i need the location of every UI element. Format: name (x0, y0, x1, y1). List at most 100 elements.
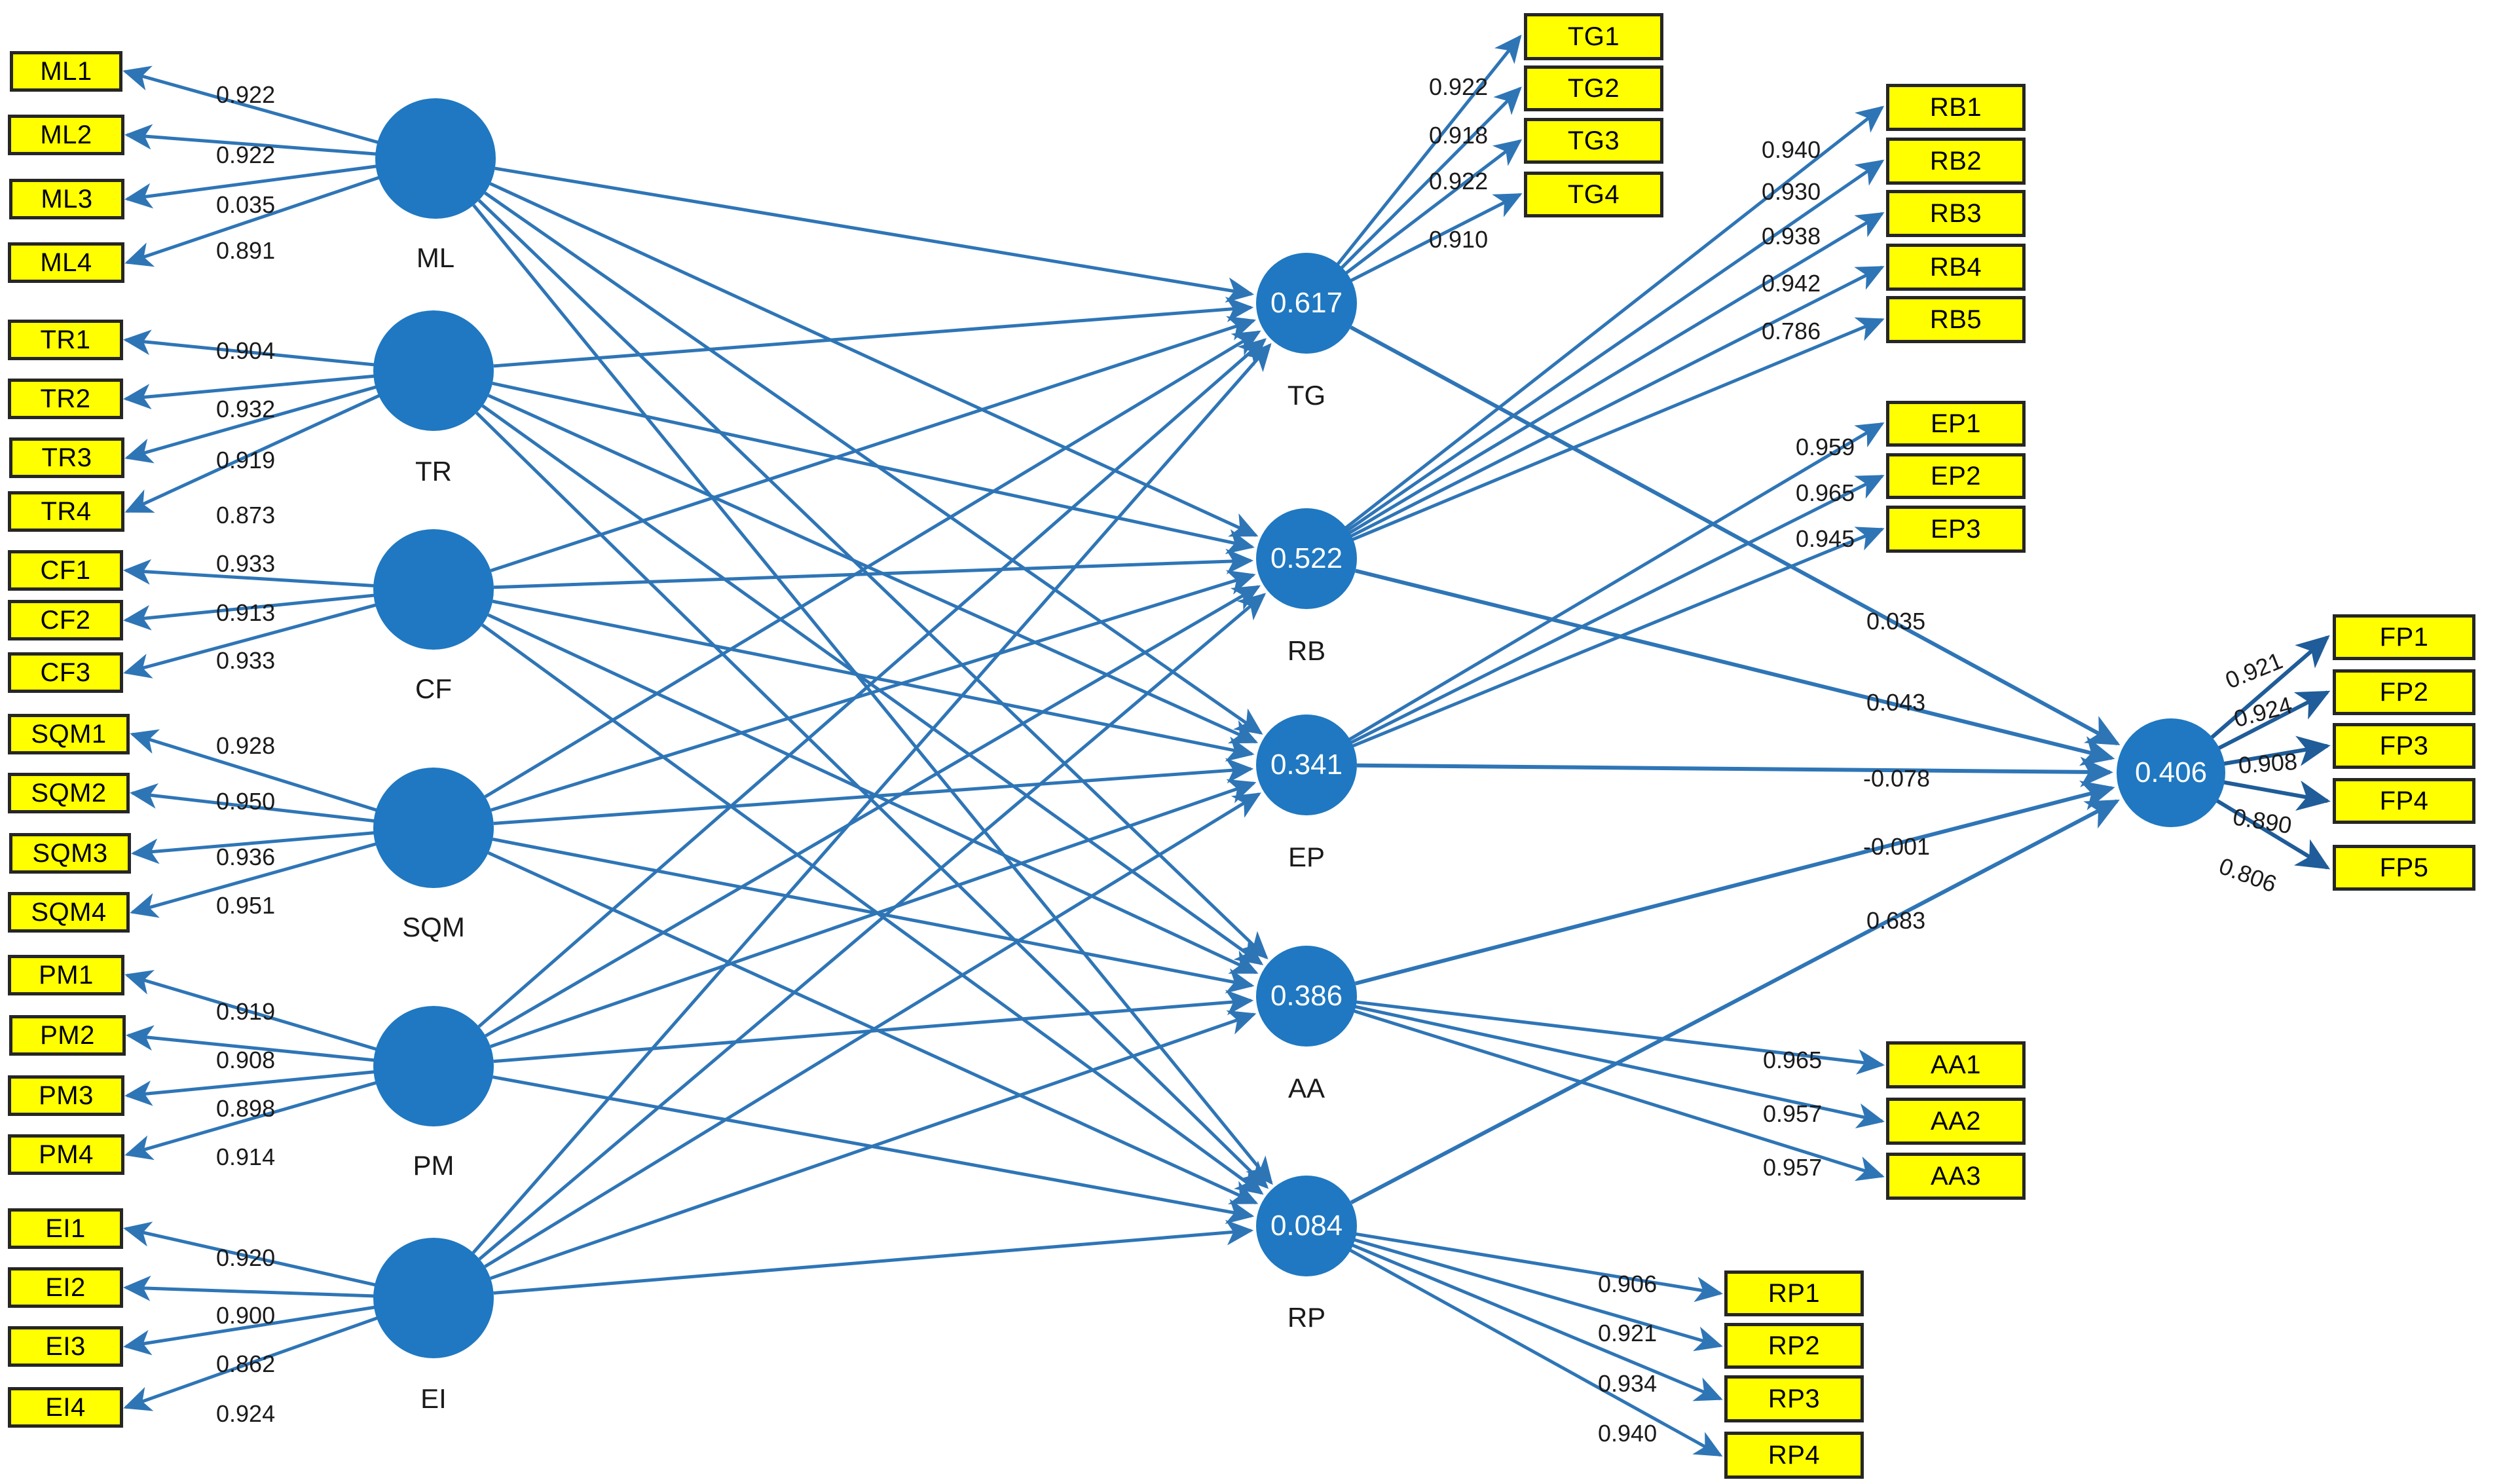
indicator-box-ei4[interactable]: EI4 (8, 1387, 123, 1428)
indicator-box-sqm1[interactable]: SQM1 (8, 714, 130, 754)
measurement-arrow-ep-ep2 (1347, 474, 1885, 746)
latent-node-tg[interactable]: 0.617 (1256, 253, 1357, 354)
latent-node-tr[interactable] (373, 310, 494, 431)
latent-node-fp[interactable]: 0.406 (2117, 718, 2225, 827)
indicator-box-rb5[interactable]: RB5 (1886, 296, 2026, 343)
latent-label-ei: EI (420, 1383, 447, 1414)
indicator-box-ep3[interactable]: EP3 (1886, 506, 2026, 553)
indicator-box-fp2[interactable]: FP2 (2333, 669, 2475, 715)
indicator-box-cf1[interactable]: CF1 (8, 550, 123, 591)
indicator-box-pm1[interactable]: PM1 (8, 955, 124, 995)
indicator-box-ml3[interactable]: ML3 (9, 179, 124, 219)
indicator-box-ml2[interactable]: ML2 (8, 115, 124, 155)
indicator-box-rb2[interactable]: RB2 (1886, 138, 2026, 185)
measurement-arrow-tr-tr4 (124, 392, 383, 513)
measurement-arrow-rp-rp1 (1352, 1231, 1723, 1303)
indicator-box-tg1[interactable]: TG1 (1524, 13, 1663, 60)
coefficient-label-c-aa1: 0.965 (1763, 1047, 1823, 1073)
indicator-box-ml1[interactable]: ML1 (10, 51, 122, 92)
measurement-arrow-pm-pm3 (124, 1069, 378, 1106)
latent-node-ep[interactable]: 0.341 (1256, 714, 1357, 815)
indicator-box-rp2[interactable]: RP2 (1724, 1323, 1864, 1369)
indicator-box-tg3[interactable]: TG3 (1524, 118, 1663, 164)
indicator-box-rb3[interactable]: RB3 (1886, 190, 2026, 237)
indicator-box-fp5[interactable]: FP5 (2333, 845, 2475, 891)
indicator-box-pm4[interactable]: PM4 (8, 1134, 124, 1175)
coefficient-label-c-aa3: 0.957 (1763, 1154, 1823, 1181)
indicator-box-rp4[interactable]: RP4 (1724, 1432, 1864, 1479)
indicator-box-cf3[interactable]: CF3 (8, 652, 123, 693)
measurement-arrow-cf-cf1 (123, 559, 378, 588)
coefficient-label-c-path-aa: -0.001 (1863, 833, 1931, 860)
latent-node-cf[interactable] (373, 529, 494, 650)
latent-node-ml[interactable] (375, 98, 496, 219)
indicator-box-ei2[interactable]: EI2 (8, 1267, 123, 1308)
structural-path-tr-to-tg (493, 297, 1254, 368)
latent-node-sqm[interactable] (373, 768, 494, 888)
indicator-box-sqm4[interactable]: SQM4 (8, 892, 130, 933)
indicator-box-tr2[interactable]: TR2 (8, 379, 123, 419)
structural-path-aa-to-fp (1354, 781, 2115, 986)
indicator-box-rp3[interactable]: RP3 (1724, 1375, 1864, 1422)
indicator-box-aa2[interactable]: AA2 (1886, 1098, 2026, 1145)
indicator-box-ei3[interactable]: EI3 (8, 1326, 123, 1367)
indicator-box-pm2[interactable]: PM2 (9, 1015, 126, 1056)
indicator-box-fp4[interactable]: FP4 (2333, 778, 2475, 824)
indicator-box-ml4[interactable]: ML4 (8, 242, 124, 283)
indicator-box-tg2[interactable]: TG2 (1524, 65, 1663, 111)
indicator-box-sqm2[interactable]: SQM2 (8, 773, 130, 813)
indicator-box-rb4[interactable]: RB4 (1886, 244, 2026, 291)
structural-path-ei-to-aa (490, 1010, 1257, 1280)
latent-node-ei[interactable] (373, 1238, 494, 1358)
indicator-box-ei1[interactable]: EI1 (8, 1208, 123, 1249)
latent-label-cf: CF (415, 673, 452, 704)
coefficient-label-c-path-rb: 0.043 (1866, 689, 1926, 716)
indicator-box-ep1[interactable]: EP1 (1886, 401, 2026, 447)
indicator-box-rp1[interactable]: RP1 (1724, 1271, 1864, 1316)
indicator-box-pm3[interactable]: PM3 (8, 1075, 124, 1116)
indicator-box-tr3[interactable]: TR3 (9, 437, 124, 478)
indicator-box-fp3[interactable]: FP3 (2333, 723, 2475, 769)
latent-node-aa[interactable]: 0.386 (1256, 946, 1357, 1047)
measurement-arrow-ep-ep3 (1348, 527, 1885, 749)
coefficient-label-c-rb3: 0.938 (1762, 223, 1821, 250)
indicator-box-fp1[interactable]: FP1 (2333, 614, 2475, 660)
indicator-box-tg4[interactable]: TG4 (1524, 172, 1663, 217)
coefficient-label-c-path-tg: 0.035 (1866, 608, 1926, 635)
latent-node-rp[interactable]: 0.084 (1256, 1176, 1357, 1276)
indicator-box-sqm3[interactable]: SQM3 (9, 833, 131, 874)
indicator-box-tr1[interactable]: TR1 (8, 320, 123, 360)
measurement-arrow-rb-rb4 (1347, 265, 1885, 540)
measurement-arrow-ml-ml3 (124, 164, 380, 209)
structural-path-ml-to-rb (489, 182, 1259, 537)
latent-label-tg: TG (1287, 380, 1326, 411)
indicator-box-rb1[interactable]: RB1 (1886, 84, 2026, 131)
coefficient-label-c-ei2: 0.900 (216, 1302, 276, 1329)
latent-label-tr: TR (415, 456, 452, 487)
measurement-arrow-rb-rb3 (1345, 212, 1885, 536)
latent-node-pm[interactable] (373, 1006, 494, 1126)
measurement-arrow-ei-ei2 (123, 1275, 378, 1301)
structural-path-tr-to-ep (487, 394, 1259, 744)
measurement-arrow-rb-rb5 (1348, 317, 1885, 543)
coefficient-label-c-ei4: 0.924 (216, 1400, 276, 1427)
structural-path-cf-to-rb (493, 548, 1254, 589)
indicator-box-cf2[interactable]: CF2 (8, 600, 123, 640)
coefficient-label-c-tr3: 0.919 (216, 447, 276, 473)
indicator-box-ep2[interactable]: EP2 (1886, 453, 2026, 499)
structural-path-ml-to-tg (494, 166, 1255, 303)
coefficient-label-c-path-ep: -0.078 (1863, 765, 1931, 792)
indicator-box-tr4[interactable]: TR4 (8, 491, 124, 532)
measurement-arrow-sqm-sqm2 (130, 783, 378, 823)
structural-path-ep-to-fp (1356, 756, 2113, 788)
measurement-arrow-sqm-sqm4 (130, 841, 380, 918)
measurement-arrow-fp-fp1 (2208, 635, 2330, 741)
measurement-arrow-sqm-sqm3 (131, 830, 378, 864)
latent-node-rb[interactable]: 0.522 (1256, 508, 1357, 609)
coefficient-label-c-ep2: 0.965 (1796, 479, 1855, 506)
structural-path-rp-to-fp (1350, 799, 2120, 1204)
indicator-box-aa3[interactable]: AA3 (1886, 1153, 2026, 1200)
measurement-arrow-tg-tg3 (1342, 139, 1523, 277)
coefficient-label-c-rp2: 0.921 (1598, 1320, 1658, 1346)
indicator-box-aa1[interactable]: AA1 (1886, 1041, 2026, 1088)
